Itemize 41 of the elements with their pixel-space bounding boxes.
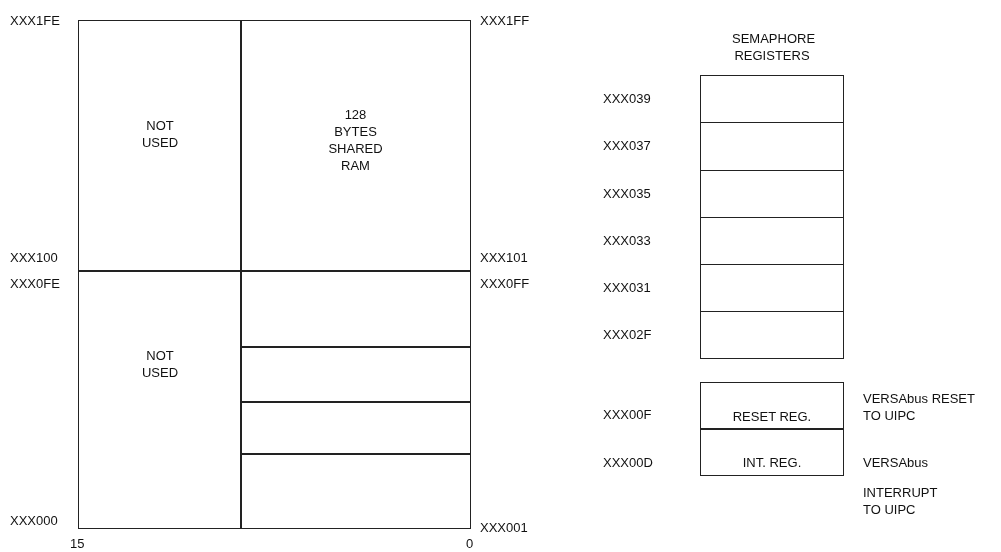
register-box <box>700 382 844 430</box>
register-note: VERSAbus RESET TO UIPC <box>863 390 975 424</box>
bit-number: 15 <box>70 536 85 551</box>
address-label: XXX001 <box>480 520 528 535</box>
memory-cell <box>240 346 471 403</box>
address-label: XXX02F <box>603 327 652 342</box>
address-label: XXX1FF <box>480 13 530 28</box>
address-label: XXX031 <box>603 280 651 295</box>
address-label: XXX1FE <box>10 13 60 28</box>
bit-number: 0 <box>466 536 474 551</box>
register-note: VERSAbus <box>863 454 930 471</box>
memory-cell <box>240 401 471 455</box>
address-label: XXX0FE <box>10 276 60 291</box>
address-label: XXX0FF <box>480 276 530 291</box>
address-label: XXX035 <box>603 186 651 201</box>
register-box <box>700 75 844 123</box>
register-box <box>700 428 844 476</box>
address-label: XXX101 <box>480 250 528 265</box>
address-label: XXX00F <box>603 407 652 422</box>
memory-cell <box>240 20 471 272</box>
register-label: INT. REG. <box>742 454 802 471</box>
memory-cell <box>240 270 471 348</box>
cell-label: NOT USED <box>140 347 180 381</box>
address-label: XXX037 <box>603 138 651 153</box>
memory-cell <box>78 270 242 529</box>
memory-cell <box>78 20 242 272</box>
register-label: RESET REG. <box>732 408 812 425</box>
address-label: XXX00D <box>603 455 653 470</box>
address-label: XXX000 <box>10 513 58 528</box>
register-box <box>700 170 844 218</box>
cell-label: NOT USED <box>140 117 180 151</box>
register-box <box>700 264 844 312</box>
address-label: XXX033 <box>603 233 651 248</box>
memory-cell <box>240 453 471 529</box>
register-box <box>700 217 844 265</box>
cell-label: 128 BYTES SHARED RAM <box>327 106 384 174</box>
address-label: XXX100 <box>10 250 58 265</box>
address-label: XXX039 <box>603 91 651 106</box>
register-box <box>700 311 844 359</box>
register-note: INTERRUPT TO UIPC <box>863 484 939 518</box>
register-box <box>700 122 844 171</box>
